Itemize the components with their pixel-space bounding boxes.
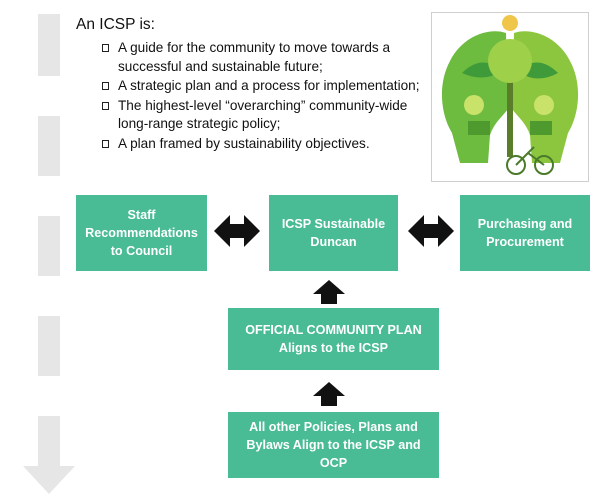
down-arrow-segment (38, 316, 60, 376)
bullet-box-icon (102, 82, 109, 90)
bullet-text: A guide for the community to move toward… (118, 40, 391, 74)
double-arrow-icon (214, 215, 260, 247)
box-label: OFFICIAL COMMUNITY PLAN Aligns to the IC… (245, 323, 422, 355)
official-community-plan-box: OFFICIAL COMMUNITY PLAN Aligns to the IC… (228, 308, 439, 370)
purchasing-procurement-box: Purchasing and Procurement (460, 195, 590, 271)
other-policies-box: All other Policies, Plans and Bylaws Ali… (228, 412, 439, 478)
sustainability-head-illustration (431, 12, 589, 182)
bullet-item: A strategic plan and a process for imple… (102, 77, 422, 96)
bullet-text: A strategic plan and a process for imple… (118, 78, 420, 93)
down-arrow-segment (38, 416, 60, 468)
intro-title: An ICSP is: (76, 16, 155, 33)
bullet-item: A guide for the community to move toward… (102, 39, 422, 76)
intro-bullet-list: A guide for the community to move toward… (102, 39, 422, 154)
icsp-sustainable-duncan-box: ICSP Sustainable Duncan (269, 195, 398, 271)
box-label: All other Policies, Plans and Bylaws Ali… (246, 420, 421, 470)
staff-recommendations-box: Staff Recommendations to Council (76, 195, 207, 271)
box-label: ICSP Sustainable Duncan (281, 217, 386, 249)
up-arrow-icon (313, 382, 345, 406)
bullet-text: A plan framed by sustainability objectiv… (118, 135, 370, 151)
down-arrow-icon (23, 466, 75, 494)
bullet-box-icon (102, 44, 109, 52)
box-label: Purchasing and Procurement (477, 217, 573, 249)
up-arrow-icon (313, 280, 345, 304)
double-arrow-icon (408, 215, 454, 247)
box-label: Staff Recommendations to Council (85, 208, 198, 258)
bullet-box-icon (102, 101, 109, 110)
bullet-item: The highest-level “overarching” communit… (102, 97, 422, 134)
down-arrow-segment (38, 216, 60, 276)
down-arrow-segment (38, 14, 60, 76)
bullet-box-icon (102, 139, 109, 148)
bullet-item: A plan framed by sustainability objectiv… (102, 135, 422, 154)
bullet-text: The highest-level “overarching” communit… (118, 97, 408, 132)
down-arrow-segment (38, 116, 60, 176)
